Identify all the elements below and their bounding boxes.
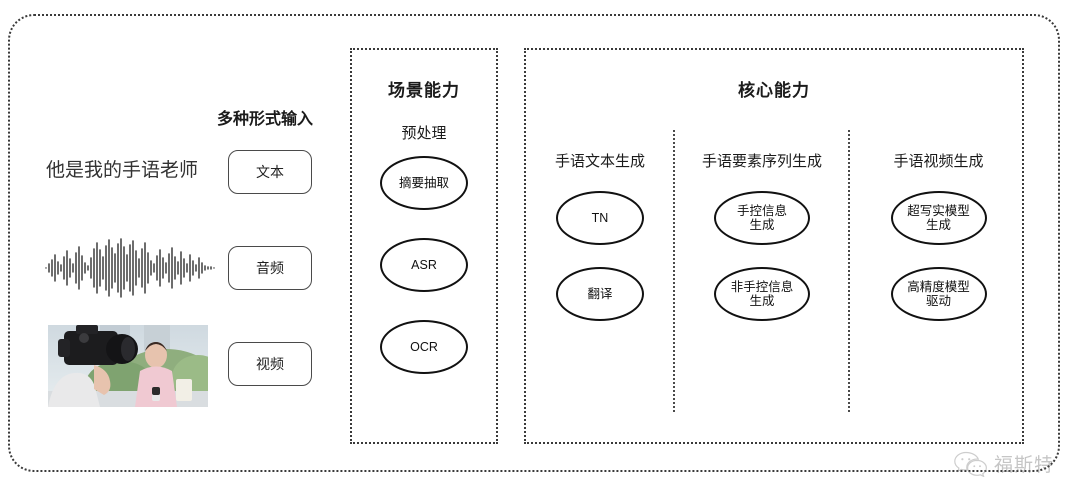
core-node-tn[interactable]: TN (556, 191, 644, 245)
waveform-icon (44, 237, 216, 299)
core-column-label-sign-elements: 手语要素序列生成 (701, 153, 822, 170)
watermark: 福斯特 (954, 450, 1054, 477)
core-panel-title: 核心能力 (738, 81, 810, 100)
scene-node-summary[interactable]: 摘要抽取 (380, 156, 468, 210)
wechat-icon (954, 451, 988, 477)
core-node-translate[interactable]: 翻译 (556, 267, 644, 321)
core-node-photoreal-model[interactable]: 超写实模型生成 (890, 191, 987, 245)
video-thumbnail-icon (48, 325, 208, 407)
input-section-heading: 多种形式输入 (217, 111, 314, 128)
watermark-text: 福斯特 (993, 455, 1054, 476)
core-node-highprecision-model[interactable]: 高精度模型驱动 (890, 267, 987, 321)
core-column-divider-2 (848, 130, 850, 412)
core-node-manual-info[interactable]: 手控信息生成 (714, 191, 810, 245)
scene-panel-title: 场景能力 (388, 81, 460, 100)
modality-button-text[interactable]: 文本 (228, 150, 312, 194)
outer-frame-border (8, 14, 1060, 472)
core-column-label-sign-text: 手语文本生成 (554, 153, 645, 170)
scene-capability-panel: 场景能力 预处理 摘要抽取 ASR OCR (350, 48, 498, 444)
core-column-sign-elements: 手语要素序列生成 手控信息生成 非手控信息生成 (676, 150, 848, 343)
modality-button-video[interactable]: 视频 (228, 342, 312, 386)
core-column-label-sign-video: 手语视频生成 (893, 153, 984, 170)
scene-node-asr[interactable]: ASR (380, 238, 468, 292)
core-capability-panel: 核心能力 手语文本生成 TN 翻译 手语要素序列生成 手控信息生成 非手控信息生… (524, 48, 1024, 444)
core-node-nonmanual-info[interactable]: 非手控信息生成 (714, 267, 810, 321)
scene-node-ocr[interactable]: OCR (380, 320, 468, 374)
modality-button-audio[interactable]: 音频 (228, 246, 312, 290)
core-column-divider-1 (673, 130, 675, 412)
input-sentence-text: 他是我的手语老师 (46, 160, 199, 181)
scene-panel-subtitle: 预处理 (401, 125, 447, 142)
scene-node-list: 摘要抽取 ASR OCR (352, 156, 496, 402)
core-column-sign-text: 手语文本生成 TN 翻译 (526, 150, 674, 343)
core-column-sign-video: 手语视频生成 超写实模型生成 高精度模型驱动 (851, 150, 1026, 343)
